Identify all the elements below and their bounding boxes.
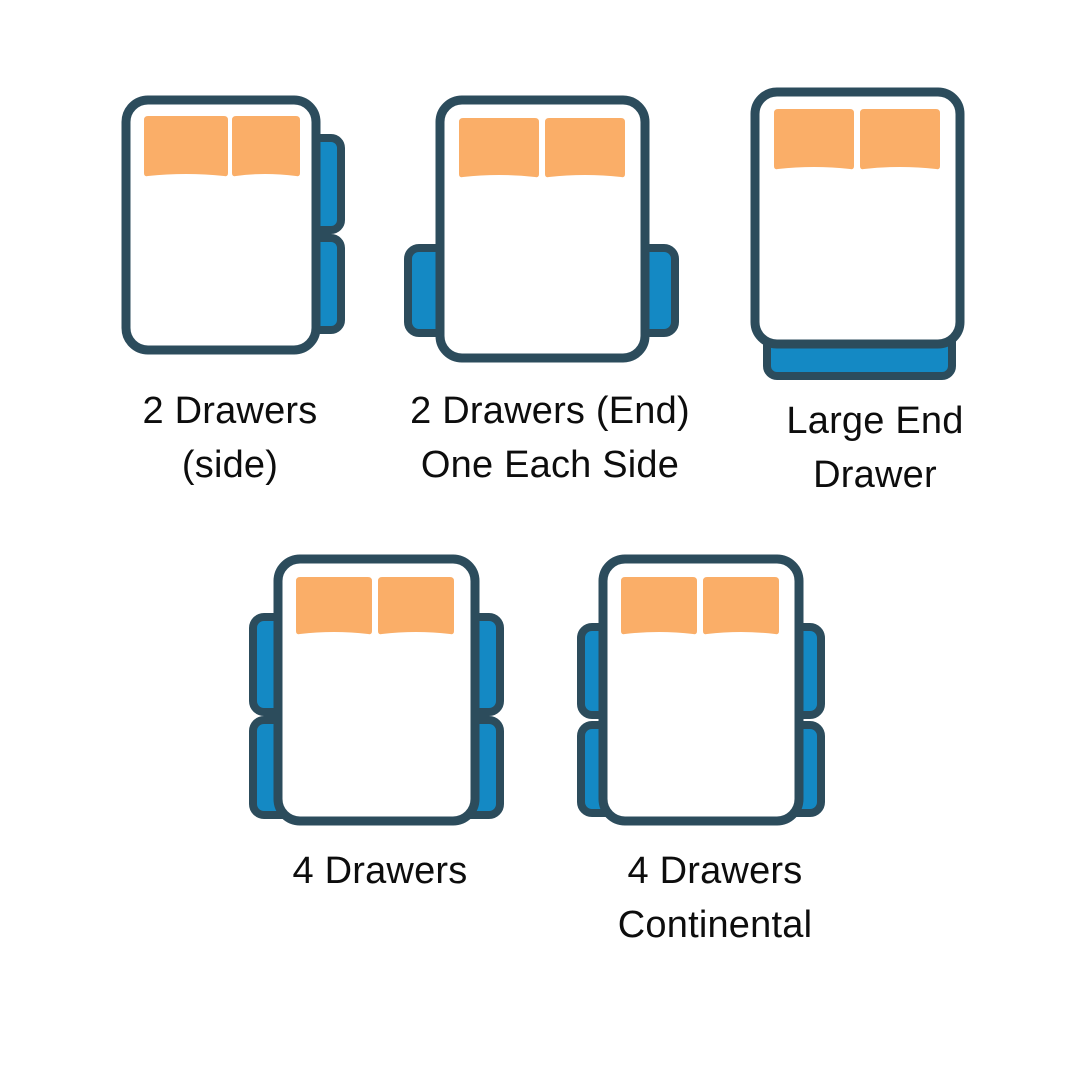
option-label-4-drawers: 4 Drawers bbox=[292, 850, 468, 892]
pillow-left bbox=[621, 577, 697, 635]
bed-icon-2-drawers-side bbox=[121, 95, 345, 355]
pillow-left bbox=[774, 109, 854, 170]
bed-icon-large-end-drawer bbox=[750, 87, 965, 380]
pillow-right bbox=[378, 577, 454, 635]
bed-icon-2-drawers-end bbox=[404, 95, 679, 363]
bed-icon-4-drawers-continental bbox=[577, 554, 825, 826]
pillow-group bbox=[774, 109, 940, 170]
option-label-2-drawers-end: 2 Drawers (End) One Each Side bbox=[410, 390, 690, 486]
pillow-group bbox=[296, 577, 454, 635]
pillow-group bbox=[459, 118, 625, 178]
pillow-right bbox=[860, 109, 940, 170]
pillow-right bbox=[545, 118, 625, 178]
pillow-right bbox=[232, 116, 300, 177]
option-label-4-drawers-continental: 4 Drawers Continental bbox=[617, 850, 813, 946]
pillow-group bbox=[144, 116, 300, 177]
pillow-left bbox=[144, 116, 228, 177]
pillow-right bbox=[703, 577, 779, 635]
pillow-group bbox=[621, 577, 779, 635]
option-label-2-drawers-side: 2 Drawers (side) bbox=[142, 390, 318, 486]
bed-icon-4-drawers bbox=[249, 554, 504, 826]
option-label-large-end-drawer: Large End Drawer bbox=[786, 400, 964, 496]
pillow-left bbox=[459, 118, 539, 178]
pillow-left bbox=[296, 577, 372, 635]
